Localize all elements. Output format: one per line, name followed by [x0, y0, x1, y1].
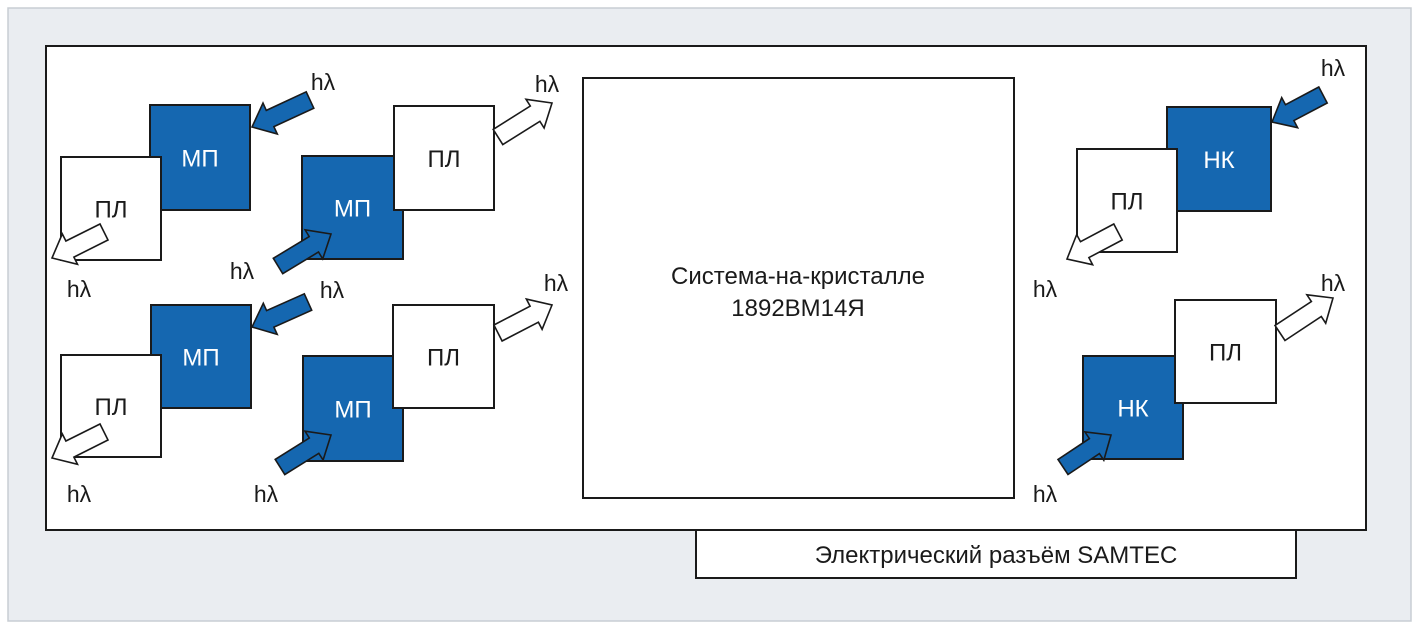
photon-label: hλ [320, 277, 345, 303]
photon-arrow-8: hλ [50, 422, 110, 507]
photon-arrow-9: hλ [1270, 55, 1346, 129]
photon-arrow-4: hλ [50, 222, 110, 302]
incoming-light-arrow [250, 90, 315, 136]
photon-arrows-layer: hλ hλ hλ hλ hλ hλ hλ hλ hλ hλ hλ hλ [50, 55, 1346, 507]
emitter-block [392, 304, 495, 409]
photon-arrow-3: hλ [230, 228, 333, 284]
module-label: МП [181, 146, 218, 173]
photon-label: hλ [1033, 481, 1058, 507]
photon-label: hλ [1321, 270, 1346, 296]
chip-title: Система-на-кристалле [671, 263, 925, 290]
photon-label: hλ [254, 481, 279, 507]
module-9: НК [1166, 106, 1272, 212]
incoming-light-arrow [250, 292, 313, 336]
connector-box [695, 529, 1297, 579]
photon-label: hλ [230, 258, 255, 284]
module-8: ПЛ [392, 304, 495, 409]
outgoing-light-arrow [50, 422, 110, 466]
module-label: ПЛ [1209, 340, 1242, 367]
module-4: ПЛ [393, 105, 495, 211]
connector-label: Электрический разъём SAMTEC [815, 542, 1178, 569]
receiver-block [150, 304, 252, 409]
photon-arrow-5: hλ [250, 277, 345, 336]
emitter-block [1174, 299, 1277, 404]
chip: Система-на-кристалле 1892ВМ14Я [582, 77, 1015, 499]
module-label: МП [334, 397, 371, 424]
module-label: ПЛ [427, 345, 460, 372]
photon-arrow-11: hλ [1033, 430, 1113, 507]
photon-arrow-10: hλ [1033, 222, 1124, 302]
incoming-light-arrow [1270, 85, 1329, 129]
module-2: ПЛ [60, 156, 162, 261]
chip-part-number: 1892ВМ14Я [731, 295, 864, 322]
module-label: ПЛ [95, 197, 128, 224]
module-label: ПЛ [1111, 189, 1144, 216]
outgoing-light-arrow [50, 222, 110, 266]
photon-label: hλ [535, 71, 560, 97]
outgoing-light-arrow [492, 98, 554, 146]
photon-label: hλ [1321, 55, 1346, 81]
module-label: ПЛ [95, 394, 128, 421]
receiver-block [1166, 106, 1272, 212]
module-label: МП [334, 196, 371, 223]
module-5: МП [150, 304, 252, 409]
incoming-light-arrow [1056, 430, 1113, 476]
module-label: ПЛ [428, 146, 461, 173]
photon-arrow-6: hλ [492, 270, 569, 343]
module-label: МП [182, 345, 219, 372]
photon-arrow-1: hλ [250, 69, 336, 136]
photon-arrow-7: hλ [254, 430, 333, 507]
outgoing-light-arrow [492, 297, 554, 343]
photon-label: hλ [1033, 276, 1058, 302]
receiver-block [149, 104, 251, 211]
module-1: МП [149, 104, 251, 211]
connector: Электрический разъём SAMTEC [695, 529, 1297, 579]
module-label: НК [1203, 147, 1234, 174]
photon-arrow-12: hλ [1273, 270, 1346, 342]
photon-label: hλ [67, 481, 92, 507]
incoming-light-arrow [274, 430, 333, 476]
module-12: ПЛ [1174, 299, 1277, 404]
incoming-light-arrow [272, 228, 333, 275]
photon-label: hλ [311, 69, 336, 95]
chip-box [582, 77, 1015, 499]
photon-arrow-2: hλ [492, 71, 560, 146]
outgoing-light-arrow [1273, 293, 1335, 342]
photon-label: hλ [544, 270, 569, 296]
photon-label: hλ [67, 276, 92, 302]
outgoing-light-arrow [1065, 222, 1124, 266]
emitter-block [393, 105, 495, 211]
module-label: НК [1117, 396, 1148, 423]
